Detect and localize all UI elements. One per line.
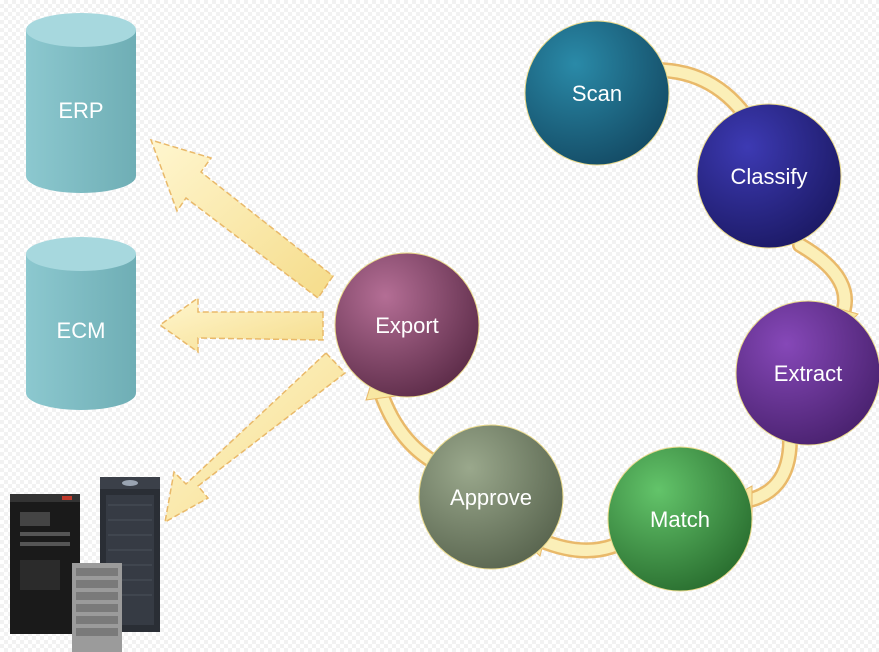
step-label: Scan	[572, 81, 622, 106]
cylinder-body	[26, 30, 136, 193]
cylinder-top	[26, 237, 136, 271]
server-rack-icon	[10, 477, 160, 652]
database-ecm: ECM	[26, 237, 136, 410]
step-label: Classify	[730, 164, 807, 189]
step-label: Export	[375, 313, 439, 338]
step-scan: Scan	[524, 20, 670, 166]
database-label: ECM	[57, 318, 106, 343]
cylinder-body	[26, 254, 136, 410]
step-label: Extract	[774, 361, 842, 386]
export-arrow-ecm	[158, 296, 324, 354]
step-extract: Extract	[735, 300, 879, 446]
step-label: Match	[650, 507, 710, 532]
step-label: Approve	[450, 485, 532, 510]
step-approve: Approve	[418, 424, 564, 570]
step-export: Export	[334, 252, 480, 398]
cylinder-top	[26, 13, 136, 47]
step-match: Match	[607, 446, 753, 592]
step-classify: Classify	[696, 103, 842, 249]
export-arrow-server	[163, 351, 347, 524]
export-arrow-erp	[149, 138, 335, 300]
database-label: ERP	[58, 98, 103, 123]
database-erp: ERP	[26, 13, 136, 193]
